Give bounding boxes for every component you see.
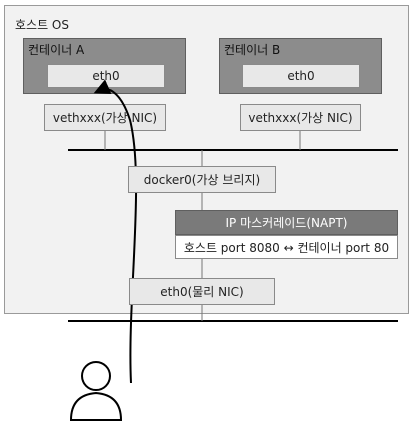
veth-a-box: vethxxx(가상 NIC) [44, 104, 166, 131]
napt-rule: 호스트 port 8080 ↔ 컨테이너 port 80 [183, 240, 390, 255]
person-icon [69, 361, 123, 421]
container-b-eth0: eth0 [242, 64, 360, 88]
host-os-label: 호스트 OS [15, 18, 69, 32]
napt-title: IP 마스커레이드(NAPT) [225, 216, 348, 230]
napt-rule-box: 호스트 port 8080 ↔ 컨테이너 port 80 [175, 235, 398, 259]
docker0-bridge-label: docker0(가상 브리지) [143, 173, 261, 187]
docker0-bridge-box: docker0(가상 브리지) [128, 166, 276, 193]
container-b-eth0-label: eth0 [287, 69, 315, 83]
veth-b-label: vethxxx(가상 NIC) [248, 111, 353, 125]
physical-nic-label: eth0(물리 NIC) [160, 285, 244, 299]
napt-header: IP 마스커레이드(NAPT) [175, 210, 398, 235]
container-a-label: 컨테이너 A [28, 43, 85, 57]
veth-b-box: vethxxx(가상 NIC) [240, 104, 361, 131]
connection-arrow [93, 79, 138, 384]
container-b-label: 컨테이너 B [224, 43, 281, 57]
physical-nic-box: eth0(물리 NIC) [129, 278, 275, 305]
